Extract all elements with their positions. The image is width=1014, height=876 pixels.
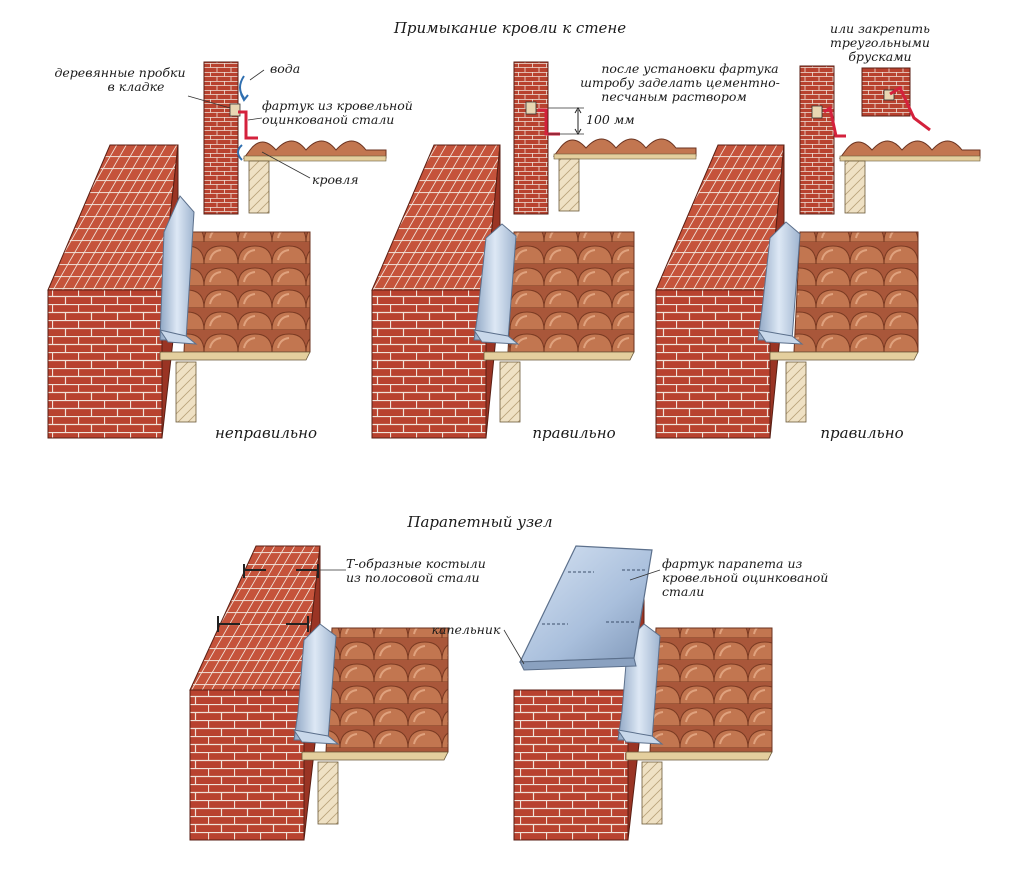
section-detail-1 (187, 61, 387, 215)
label-drip-edge: капельник (432, 622, 501, 637)
caption-right-1: правильно (532, 424, 615, 442)
label-roof: кровля (312, 172, 359, 187)
wall-assembly-right-2 (655, 144, 919, 439)
label-after-install-2: штробу заделать цементно- (580, 75, 780, 90)
label-apron-1: фартук из кровельной (262, 98, 413, 113)
label-apron-2: оцинкованой стали (262, 112, 394, 127)
title-parapet: Парапетный узел (406, 513, 552, 531)
label-distance: 100 мм (586, 112, 635, 127)
parapet-assembly-cover (503, 545, 773, 841)
label-after-install-1: после установки фартука (601, 61, 778, 76)
label-or-fix-2: треугольными (830, 35, 930, 50)
caption-wrong: неправильно (215, 424, 317, 442)
wall-assembly-right-1 (371, 144, 635, 439)
label-t-brackets-2: из полосовой стали (346, 570, 480, 585)
label-wood-plugs-2: в кладке (108, 79, 165, 94)
label-after-install-3: песчаным раствором (601, 89, 746, 104)
label-parapet-apron-1: фартук парапета из (662, 556, 803, 571)
label-or-fix-1: или закрепить (830, 21, 930, 36)
title-wall-junction: Примыкание кровли к стене (393, 19, 626, 37)
parapet-assembly-brackets (189, 545, 449, 841)
section-detail-3 (799, 65, 981, 215)
t-bracket-icons (217, 564, 319, 632)
label-or-fix-3: брусками (848, 49, 911, 64)
label-parapet-apron-3: стали (662, 584, 704, 599)
label-wood-plugs-1: деревянные пробки (54, 65, 185, 80)
label-water: вода (270, 61, 300, 76)
label-t-brackets-1: Т-образные костыли (346, 556, 486, 571)
wall-assembly-wrong (47, 144, 311, 439)
caption-right-2: правильно (820, 424, 903, 442)
label-parapet-apron-2: кровельной оцинкованой (662, 570, 828, 585)
section-detail-2 (513, 61, 697, 215)
